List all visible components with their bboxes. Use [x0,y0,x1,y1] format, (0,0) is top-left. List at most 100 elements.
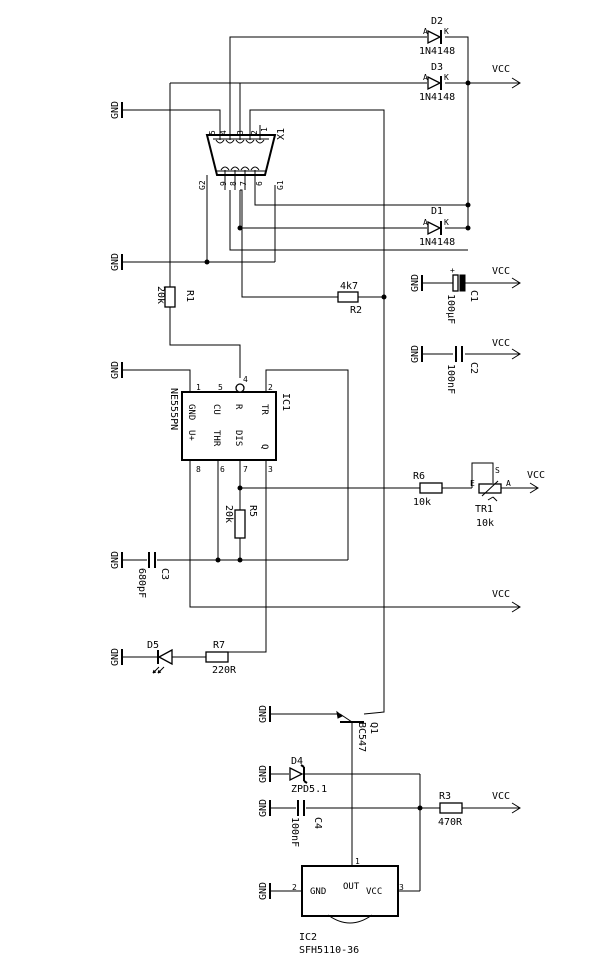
diode-ref: D1 [431,206,443,217]
diode-ref: D3 [431,62,443,73]
transistor-value: BC547 [356,722,367,752]
pin-number: 9 [219,181,228,186]
pin-number: 2 [292,883,297,892]
pin-number: 1 [355,857,360,866]
diode-d3: D3 A K 1N4148 [419,62,455,103]
cathode-label: K [444,218,449,227]
pin-number: 3 [268,465,273,474]
zener-d4: D4 ZPD5.1 [289,756,327,795]
diode-ref: D4 [291,756,303,767]
pin-name: U+ [186,430,196,441]
gnd-label: GND [258,799,269,817]
resistor-value: 10k [413,497,431,508]
pin-number: 8 [229,181,238,186]
capacitor-c1: + C1 100µF [445,266,479,324]
pin-number: 4 [243,375,248,384]
shell-label: G2 [198,180,207,190]
vcc-label: VCC [492,791,510,802]
trimmer-ref: TR1 [475,504,493,515]
gnd-label: GND [110,648,121,666]
resistor-ref: R6 [413,471,425,482]
resistor-ref: R7 [213,640,225,651]
resistor-r2: 4k7 R2 [337,281,362,316]
resistor-r6: R6 10k [413,471,443,508]
resistor-ref: R3 [439,791,451,802]
terminal-label: S [495,466,500,475]
vcc-label: VCC [492,589,510,600]
capacitor-ref: C2 [468,362,479,374]
ic1-ne555: 1 5 4 2 8 6 7 3 GND CU R TR U+ THR DIS Q… [168,375,291,474]
resistor-ref: R2 [350,305,362,316]
ic-part: SFH5110-36 [299,945,359,955]
connector-ref: X1 [276,128,287,140]
pin-number: 7 [239,181,248,186]
pin-name: VCC [366,887,382,897]
pin-name: TR [259,404,269,415]
vcc-label: VCC [492,64,510,75]
gnd-label: GND [110,101,121,119]
capacitor-value: 100nF [445,364,456,394]
vcc-label: VCC [527,470,545,481]
gnd-label: GND [110,361,121,379]
anode-label: A [423,218,428,227]
diode-value: 1N4148 [419,92,455,103]
junctions [204,80,471,811]
capacitor-value: 100µF [445,294,456,324]
cathode-label: K [444,27,449,36]
terminal-label: E [470,479,475,488]
pin-name: GND [310,887,326,897]
ic-ref: IC2 [299,932,317,943]
pin-name: Q [259,444,269,449]
connector-x1: 5 4 3 2 1 9 8 7 6 G2 G1 X1 [198,125,287,190]
pin-number: 2 [250,130,259,135]
led-d5: D5 [147,640,173,674]
capacitor-c2: C2 100nF [445,346,479,394]
gnd-label: GND [258,765,269,783]
capacitor-value: 680pF [136,568,147,598]
resistor-ref: R5 [247,505,258,517]
pin-name: GND [186,404,196,420]
pin-number: 3 [236,130,245,135]
pin-number: 6 [220,465,225,474]
resistor-r5: R5 20k [223,505,258,539]
diode-ref: D2 [431,16,443,27]
resistor-value: 20k [223,505,234,523]
pin-name: R [233,404,243,410]
ic2-sfh5110: 1 2 3 GND OUT VCC IC2 SFH5110-36 [292,850,404,955]
resistor-ref: R1 [184,290,195,302]
anode-label: A [423,27,428,36]
pin-number: 3 [399,883,404,892]
transistor-ref: Q1 [368,722,379,734]
diode-value: 1N4148 [419,237,455,248]
gnd-label: GND [258,705,269,723]
pin-number: 1 [196,383,201,392]
ic-part: NE555PN [168,388,179,430]
capacitor-ref: C4 [312,817,323,829]
capacitor-c4: C4 100nF [289,800,323,847]
diode-d2: D2 A K 1N4148 [419,16,455,57]
transistor-q1: Q1 BC547 [336,710,379,752]
diode-ref: D5 [147,640,159,651]
resistor-r3: R3 470R [438,791,463,828]
resistor-value: 220R [212,665,237,676]
resistor-value: 470R [438,817,463,828]
trimmer-tr1: E S A TR1 10k [470,466,511,529]
terminal-label: A [506,479,511,488]
capacitor-polarity: + [450,266,455,275]
pin-number: 4 [219,130,228,135]
cathode-label: K [444,73,449,82]
pin-name: THR [211,430,221,447]
gnd-label: GND [110,253,121,271]
diode-value: 1N4148 [419,46,455,57]
trimmer-value: 10k [476,518,494,529]
diode-d1: D1 A K 1N4148 [419,206,455,248]
vcc-symbols: VCC VCC VCC VCC VCC VCC [492,64,545,814]
pin-number: 5 [208,130,217,135]
gnd-label: GND [110,551,121,569]
pin-number: 2 [268,383,273,392]
resistor-r1: R1 20k [155,286,195,308]
gnd-label: GND [258,882,269,900]
pin-number: 8 [196,465,201,474]
gnd-symbols: GND GND GND GND GND GND GND GND GND GND … [110,101,423,900]
ic-ref: IC1 [280,393,291,411]
